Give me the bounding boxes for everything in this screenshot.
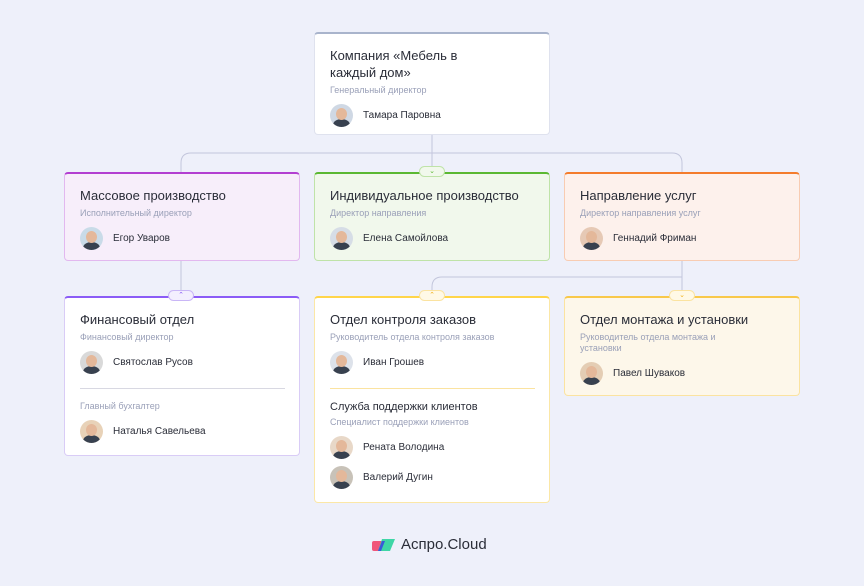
person-name: Рената Володина (363, 441, 445, 453)
avatar (330, 350, 353, 374)
person-name: Иван Грошев (363, 356, 425, 368)
root-card[interactable]: Компания «Мебель в каждый дом» Генеральн… (314, 32, 550, 135)
card-title: Массовое производство (80, 188, 226, 203)
person[interactable]: Геннадий Фриман (580, 226, 785, 250)
dept-card-individual-production[interactable]: Индивидуальное производство Директор нап… (314, 172, 550, 261)
card-title: Индивидуальное производство (330, 188, 519, 203)
avatar (330, 103, 353, 127)
avatar (80, 419, 103, 443)
person-name: Елена Самойлова (363, 232, 449, 244)
card-role: Руководитель отдела контроля заказов (330, 332, 495, 342)
card-role: Директор направления (330, 208, 427, 218)
collapse-toggle-chevron-down-icon[interactable]: ⌄ (669, 290, 695, 301)
avatar (580, 226, 603, 250)
card-title: Отдел контроля заказов (330, 312, 477, 327)
avatar (330, 465, 353, 489)
dept-card-services[interactable]: Направление услуг Директор направления у… (564, 172, 800, 261)
person[interactable]: Рената Володина (330, 435, 535, 459)
person[interactable]: Елена Самойлова (330, 226, 535, 250)
person-name: Валерий Дугин (363, 471, 433, 483)
card-title: Отдел монтажа и установки (580, 312, 749, 327)
person[interactable]: Павел Шуваков (580, 361, 785, 385)
expand-toggle-chevron-up-icon[interactable]: ⌃ (168, 290, 194, 301)
divider (330, 388, 535, 389)
person-name: Егор Уваров (113, 232, 170, 244)
logo-text: Аспро.Cloud (401, 536, 487, 553)
card-role: Генеральный директор (330, 85, 427, 95)
card-role: Исполнительный директор (80, 208, 192, 218)
card-title: Финансовый отдел (80, 312, 195, 327)
collapse-toggle-chevron-down-icon[interactable]: ⌄ (419, 166, 445, 177)
person-name: Тамара Паровна (363, 109, 441, 121)
dept-card-order-control[interactable]: Отдел контроля заказов Руководитель отде… (314, 296, 550, 503)
avatar (580, 361, 603, 385)
person[interactable]: Валерий Дугин (330, 465, 535, 489)
person[interactable]: Тамара Паровна (330, 103, 535, 127)
card-role: Финансовый директор (80, 332, 174, 342)
subgroup-title: Служба поддержки клиентов (330, 401, 478, 413)
avatar (330, 226, 353, 250)
divider (80, 388, 285, 389)
avatar (330, 435, 353, 459)
card-role: Специалист поддержки клиентов (330, 417, 469, 427)
person[interactable]: Святослав Русов (80, 350, 285, 374)
dept-card-installation[interactable]: Отдел монтажа и установки Руководитель о… (564, 296, 800, 396)
person-name: Святослав Русов (113, 356, 193, 368)
person-name: Наталья Савельева (113, 425, 206, 437)
person-name: Павел Шуваков (613, 367, 686, 379)
aspro-cloud-logo: Аспро.Cloud (372, 536, 487, 553)
logo-icon (372, 538, 395, 551)
card-role: Главный бухгалтер (80, 401, 160, 411)
dept-card-mass-production[interactable]: Массовое производство Исполнительный дир… (64, 172, 300, 261)
card-role: Руководитель отдела монтажа и установки (580, 332, 716, 353)
card-title: Направление услуг (580, 188, 697, 203)
person-name: Геннадий Фриман (613, 232, 697, 244)
expand-toggle-chevron-up-icon[interactable]: ⌃ (419, 290, 445, 301)
card-title: Компания «Мебель в каждый дом» (330, 48, 458, 80)
avatar (80, 350, 103, 374)
person[interactable]: Егор Уваров (80, 226, 285, 250)
avatar (80, 226, 103, 250)
person[interactable]: Иван Грошев (330, 350, 535, 374)
card-role: Директор направления услуг (580, 208, 701, 218)
dept-card-finance[interactable]: Финансовый отдел Финансовый директор Свя… (64, 296, 300, 456)
person[interactable]: Наталья Савельева (80, 419, 285, 443)
